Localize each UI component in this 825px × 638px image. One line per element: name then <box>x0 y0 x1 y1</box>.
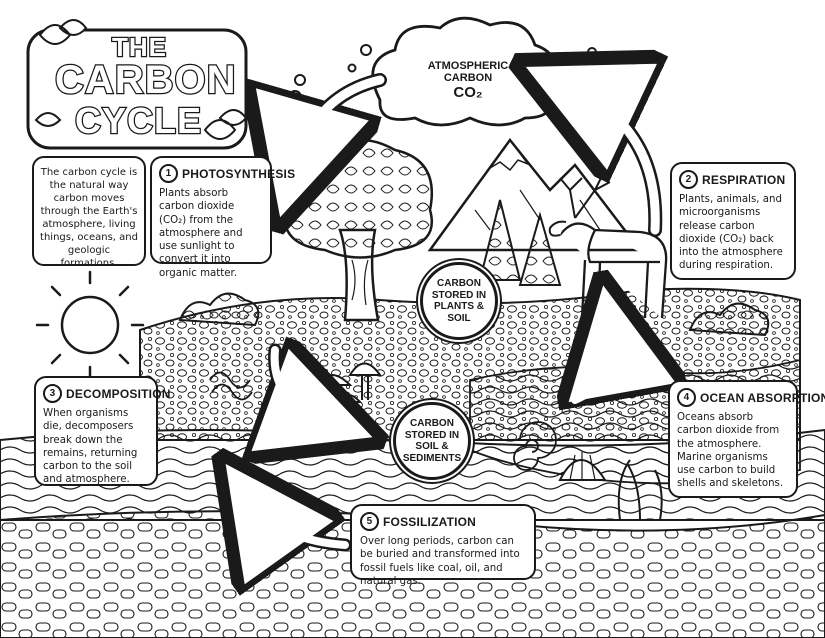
pine-tree-icon <box>478 199 562 286</box>
step-fossilization: 5 FOSSILIZATION Over long periods, carbo… <box>350 504 536 587</box>
step-photosynthesis: 1 PHOTOSYNTHESIS Plants absorb carbon di… <box>150 156 295 279</box>
intro-box: The carbon cycle is the natural way carb… <box>32 156 146 269</box>
carbon-stored-soil-sediments-badge: CARBON STORED IN SOIL & SEDIMENTS <box>393 402 471 480</box>
step-header: 4 OCEAN ABSORPTION <box>677 388 825 407</box>
badge-line: CARBON <box>437 278 481 289</box>
leaf-icon <box>34 112 62 127</box>
badge-line: SOIL <box>447 312 471 324</box>
title-line-the: THE <box>111 31 168 64</box>
badge-line: STORED IN <box>431 289 487 301</box>
title-line-carbon: CARBON <box>54 57 237 104</box>
badge-line: CARBON <box>410 418 454 429</box>
co2-line: CO₂ <box>453 84 483 101</box>
badge-line: SOIL & <box>415 441 449 452</box>
step-number: 2 <box>679 170 698 189</box>
step-ocean-absorption: 4 OCEAN ABSORPTION Oceans absorb carbon … <box>668 380 825 498</box>
arrow-icon <box>255 80 655 545</box>
bush-icon <box>178 292 770 521</box>
carbon-line: CARBON <box>443 72 493 84</box>
step-number: 1 <box>159 164 178 183</box>
atmospheric-line: ATMOSPHERIC <box>427 60 509 72</box>
step-header: 3 DECOMPOSITION <box>43 384 170 403</box>
intro-text: The carbon cycle is the natural way carb… <box>40 167 138 269</box>
step-header: 1 PHOTOSYNTHESIS <box>159 164 295 183</box>
step-title: PHOTOSYNTHESIS <box>182 166 296 181</box>
step-body: Over long periods, carbon can be buried … <box>360 536 520 587</box>
leaf-icon <box>38 19 88 45</box>
step-title: FOSSILIZATION <box>383 514 477 529</box>
leaf-icon <box>203 109 248 140</box>
step-number: 4 <box>677 388 696 407</box>
step-number: 3 <box>43 384 62 403</box>
badge-line: STORED IN <box>404 429 460 441</box>
step-body: When organisms die, decomposers break do… <box>43 408 138 486</box>
badge-line: PLANTS & <box>434 301 484 312</box>
step-header: 5 FOSSILIZATION <box>360 512 526 531</box>
title-line-cycle: CYCLE <box>74 99 203 143</box>
step-title: OCEAN ABSORPTION <box>700 390 825 405</box>
title-plaque <box>26 19 248 150</box>
step-body: Oceans absorb carbon dioxide from the at… <box>677 412 784 490</box>
step-body: Plants absorb carbon dioxide (CO₂) from … <box>159 188 243 279</box>
sun-icon <box>35 270 145 380</box>
step-decomposition: 3 DECOMPOSITION When organisms die, deco… <box>34 376 170 486</box>
step-title: DECOMPOSITION <box>66 386 171 401</box>
badge-line: SEDIMENTS <box>402 452 462 464</box>
carbon-stored-plants-soil-badge: CARBON STORED IN PLANTS & SOIL <box>420 262 498 340</box>
tree-icon <box>283 138 434 322</box>
step-respiration: 2 RESPIRATION Plants, animals, and micro… <box>670 162 796 280</box>
step-header: 2 RESPIRATION <box>679 170 787 189</box>
step-title: RESPIRATION <box>702 172 786 187</box>
step-body: Plants, animals, and microorganisms rele… <box>679 194 783 272</box>
step-number: 5 <box>360 512 379 531</box>
atmospheric-carbon-label: ATMOSPHERIC CARBON CO₂ <box>408 60 528 101</box>
